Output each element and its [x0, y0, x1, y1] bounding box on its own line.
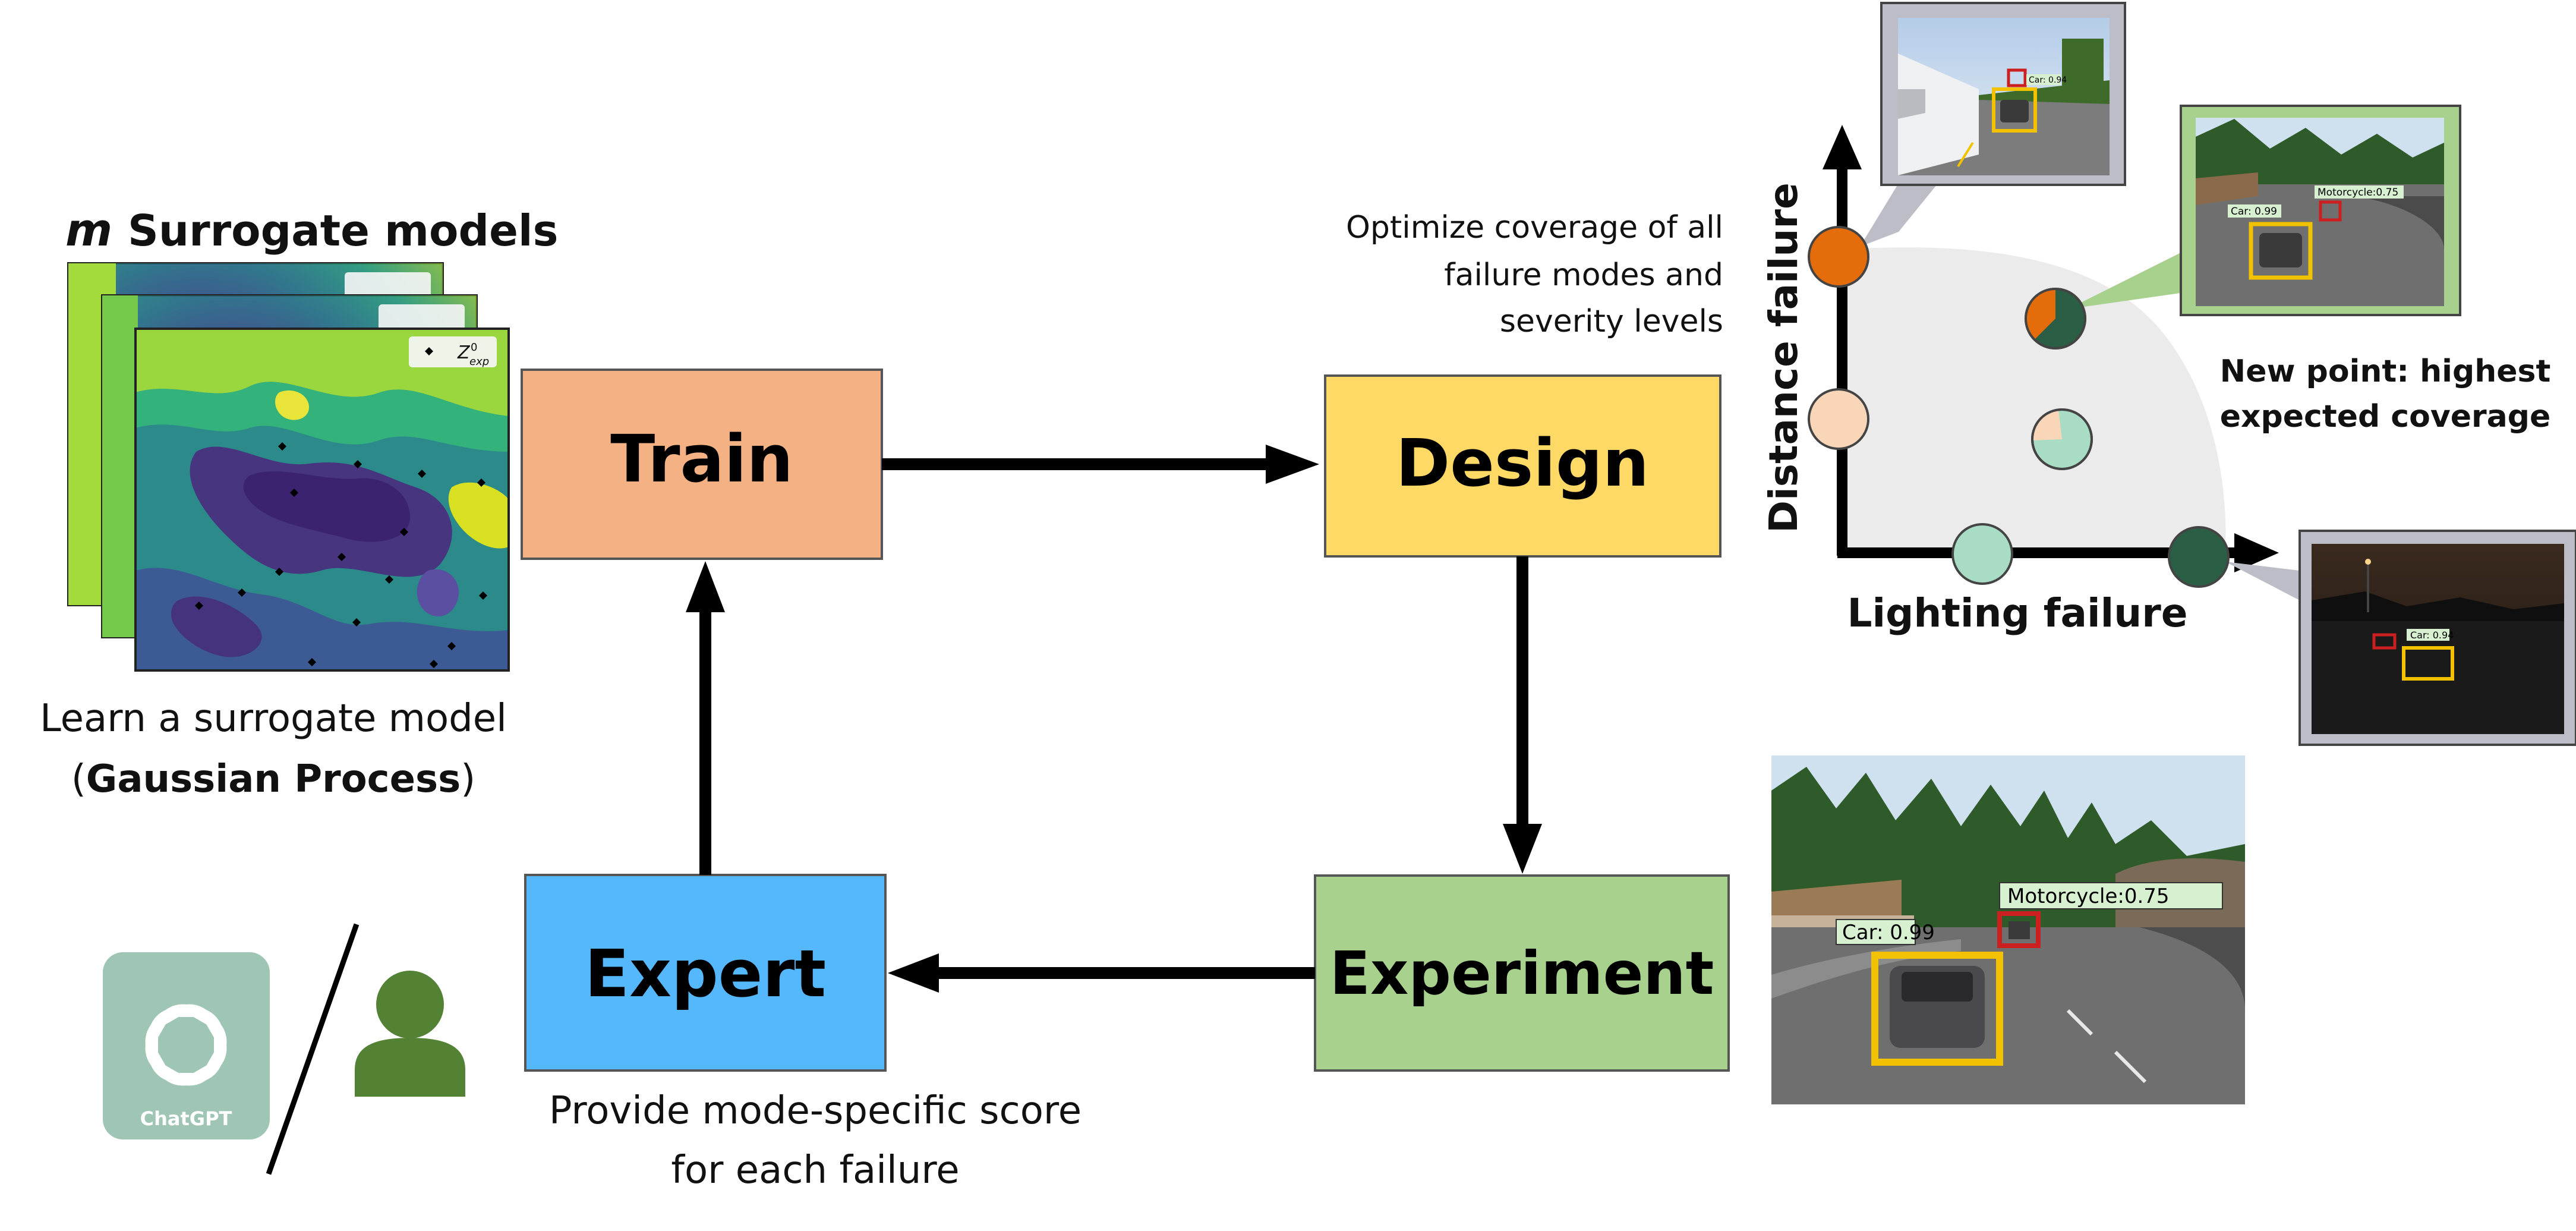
- y-axis-label: Distance failure: [1761, 182, 1806, 533]
- expert-label: Expert: [585, 936, 826, 1012]
- train-label: Train: [610, 421, 793, 497]
- new-car-label: Car: 0.99: [2231, 206, 2277, 218]
- callout-pointer-top-fill: [1860, 178, 1937, 247]
- callout-pointer-new: [2068, 250, 2193, 309]
- thumbnail-new-point: Car: 0.99 Motorcycle:0.75: [2180, 105, 2461, 316]
- gp-legend-label: Z: [457, 342, 471, 363]
- pie-point-mixed: [2031, 408, 2093, 470]
- design-note: Optimize coverage of all failure modes a…: [1346, 210, 1723, 339]
- design-note-line3: severity levels: [1500, 304, 1723, 339]
- gp-legend-sub: exp: [469, 355, 489, 368]
- experiment-label: Experiment: [1330, 939, 1714, 1008]
- callout-pointer-night: [2225, 562, 2300, 600]
- gp-sample-points: [195, 442, 487, 668]
- surrogate-sheet-front: Z 0 exp: [134, 328, 510, 672]
- surrogate-models-group: m Surrogate models: [40, 203, 558, 801]
- experiment-photo: Car: 0.99 Motorcycle:0.75: [1771, 755, 2245, 1104]
- openai-logo-icon: [145, 1004, 227, 1086]
- surrogate-caption-line2: (Gaussian Process): [71, 757, 475, 801]
- design-box: Design: [1324, 374, 1721, 558]
- experiment-moto-label: Motorcycle:0.75: [2007, 884, 2170, 908]
- new-point-line1: New point: highest: [2220, 354, 2551, 389]
- experiment-car-label: Car: 0.99: [1842, 921, 1935, 944]
- new-car-box: [2249, 222, 2313, 280]
- point-dark-green: [2168, 526, 2230, 588]
- y-axis-arrowhead: [1823, 125, 1862, 169]
- x-axis-arrowhead: [2234, 533, 2279, 572]
- gp-legend: Z 0 exp: [409, 336, 497, 368]
- expert-note-line2: for each failure: [671, 1148, 959, 1192]
- experiment-car-box: [1871, 952, 2003, 1066]
- expert-note-line1: Provide mode-specific score: [549, 1089, 1082, 1133]
- pie-point-new: [2025, 288, 2086, 350]
- x-axis-label: Lighting failure: [1847, 590, 2187, 636]
- design-note-line2: failure modes and: [1444, 257, 1723, 293]
- day-car-label: Car: 0.94: [2029, 75, 2067, 85]
- coverage-plot: Distance failure Lighting failure New po…: [1761, 125, 2550, 636]
- surrogate-title-var: m: [65, 203, 112, 256]
- experiment-box: Experiment: [1314, 874, 1730, 1072]
- person-icon: [355, 971, 465, 1097]
- point-peach: [1808, 388, 1869, 450]
- chatgpt-badge: ChatGPT: [103, 952, 270, 1139]
- slash-divider: [266, 923, 360, 1175]
- gp-legend-sup: 0: [471, 341, 477, 354]
- flow-arrows: [686, 445, 1542, 993]
- thumbnail-day-wall: Car: 0.94: [1880, 2, 2126, 186]
- night-car-label: Car: 0.94: [2410, 629, 2454, 641]
- night-car-box: [2402, 646, 2454, 681]
- day-car-box: [1992, 87, 2037, 133]
- new-moto-label: Motorcycle:0.75: [2318, 187, 2398, 199]
- expert-note: Provide mode-specific score for each fai…: [549, 1089, 1082, 1192]
- design-label: Design: [1396, 425, 1649, 501]
- point-mint: [1951, 523, 2013, 585]
- chatgpt-label: ChatGPT: [140, 1107, 232, 1130]
- surrogate-caption-line1: Learn a surrogate model: [40, 697, 507, 741]
- surrogate-title: Surrogate models: [128, 206, 558, 256]
- design-note-line1: Optimize coverage of all: [1346, 210, 1723, 245]
- expert-box: Expert: [524, 874, 887, 1072]
- new-point-line2: expected coverage: [2220, 399, 2551, 435]
- thumbnail-night: Car: 0.94: [2298, 530, 2576, 746]
- point-orange: [1808, 226, 1869, 288]
- coverage-region: [1842, 247, 2226, 553]
- train-box: Train: [521, 369, 883, 560]
